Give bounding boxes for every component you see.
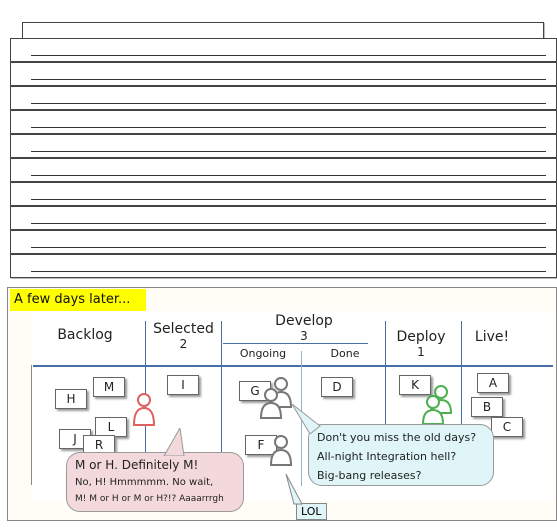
board-left-edge [31, 365, 32, 485]
bubble-line: All-night Integration hell? [317, 447, 485, 466]
bubble-line: Don't you miss the old days? [317, 428, 485, 447]
card-l[interactable]: L [95, 417, 127, 437]
column-limit: 1 [385, 345, 457, 359]
column-deploy: Deploy 1 [385, 329, 457, 359]
stacked-sheet [10, 134, 557, 158]
column-title: Backlog [35, 327, 135, 343]
person-red-icon [131, 391, 157, 427]
bubble-line: M! M or H or M or H?!? Aaaarrrgh [75, 491, 235, 508]
card-d[interactable]: D [321, 377, 353, 397]
column-title: Live! [461, 329, 523, 345]
develop-subheader-line [223, 343, 368, 344]
column-title: Develop [223, 313, 385, 329]
stacked-sheet [10, 254, 557, 278]
blue-bubble-tail [292, 404, 322, 434]
column-title: Selected [146, 321, 221, 337]
stacked-sheet [10, 182, 557, 206]
column-title: Deploy [385, 329, 457, 345]
board-header-line [33, 365, 553, 367]
stacked-sheet [10, 206, 557, 230]
stacked-sheet [10, 38, 557, 62]
subcolumn-ongoing: Ongoing [233, 347, 293, 360]
card-h[interactable]: H [55, 389, 87, 409]
column-limit: 2 [146, 337, 221, 351]
stacked-sheet [10, 110, 557, 134]
bubble-line: M or H. Definitely M! [75, 457, 235, 474]
card-i[interactable]: I [167, 375, 199, 395]
card-c[interactable]: C [491, 417, 523, 437]
column-live: Live! [461, 329, 523, 345]
lol-bubble-tail [284, 474, 304, 506]
card-a[interactable]: A [477, 373, 509, 393]
stacked-sheet [10, 230, 557, 254]
column-backlog: Backlog [35, 327, 135, 343]
column-limit: 3 [223, 329, 385, 343]
pink-speech-bubble: M or H. Definitely M! No, H! Hmmmmm. No … [66, 452, 244, 512]
person-grey-icon [269, 433, 293, 467]
pink-bubble-tail [160, 428, 190, 456]
stacked-sheet [10, 86, 557, 110]
people-grey-icon [257, 375, 297, 419]
bubble-line: Big-bang releases? [317, 466, 485, 485]
stacked-previous-pages [0, 0, 557, 290]
card-m[interactable]: M [93, 377, 125, 397]
column-selected: Selected 2 [146, 321, 221, 351]
subcolumn-done: Done [315, 347, 375, 360]
card-b[interactable]: B [471, 397, 503, 417]
bubble-line: No, H! Hmmmmm. No wait, [75, 474, 235, 491]
stacked-sheet [10, 62, 557, 86]
caption-label: A few days later... [10, 289, 146, 311]
blue-speech-bubble: Don't you miss the old days? All-night I… [308, 424, 494, 486]
column-develop: Develop 3 [223, 313, 385, 343]
stacked-sheet [10, 158, 557, 182]
people-green-icon [421, 383, 455, 425]
